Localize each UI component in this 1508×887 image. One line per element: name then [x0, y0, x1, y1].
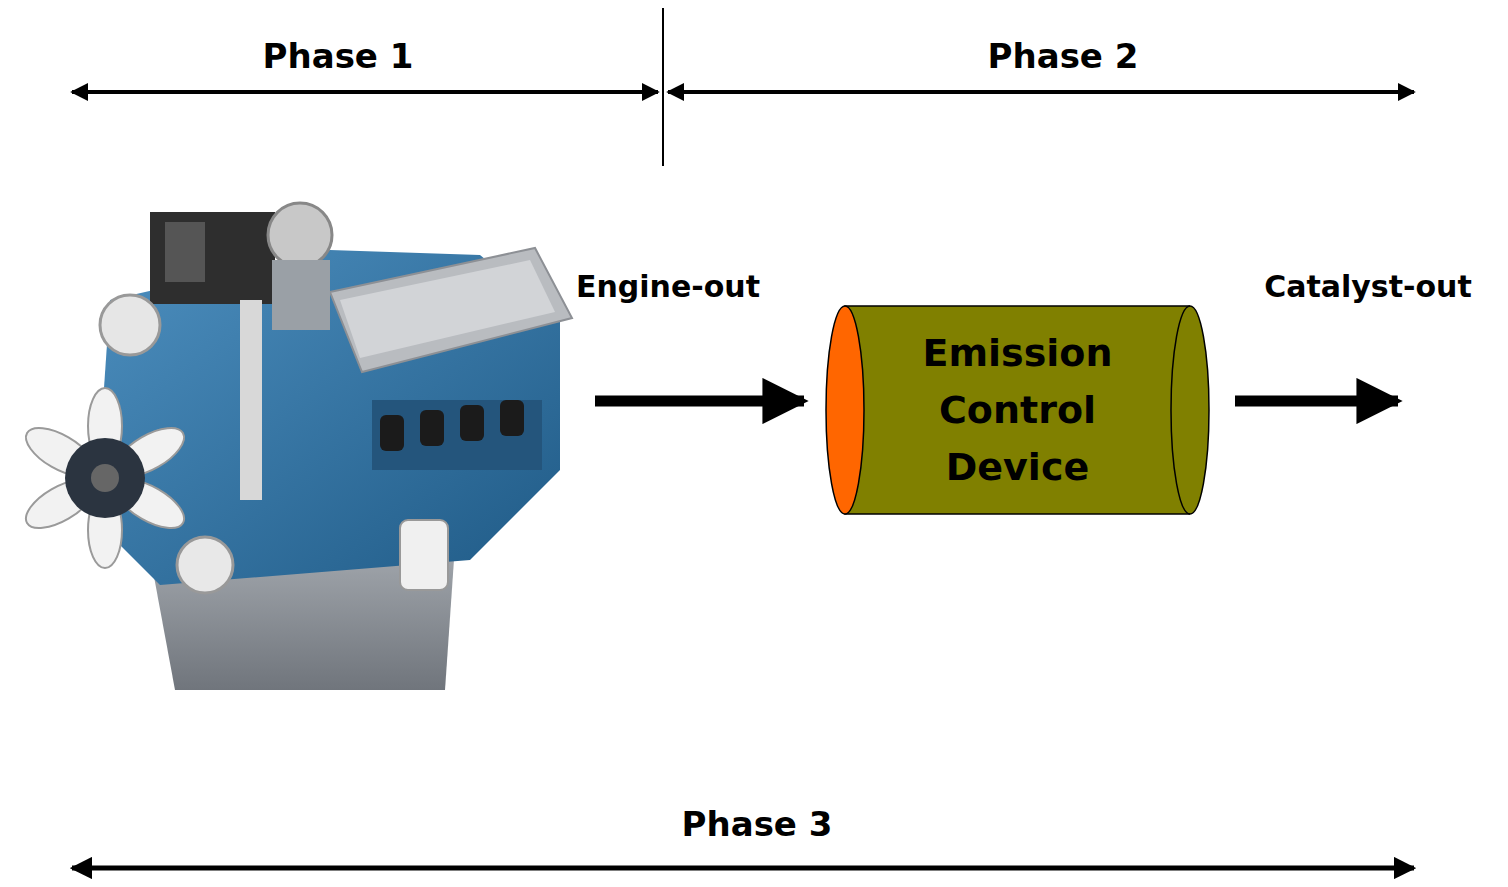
emission-control-device: Emission Control Device — [825, 305, 1210, 515]
phase-label: Phase 2 — [988, 37, 1139, 76]
engine-illustration — [19, 203, 572, 690]
catalyst-out-arrow — [1235, 396, 1398, 407]
engine-out-arrow — [595, 396, 804, 407]
phase-1-arrow — [72, 90, 658, 94]
phase-label: Catalyst-out — [1264, 270, 1472, 305]
phase-2-arrow — [668, 90, 1414, 94]
phase-divider — [662, 8, 664, 166]
cylinder-inlet — [826, 306, 864, 514]
phase-label: Engine-out — [576, 270, 760, 305]
device-label: Emission Control Device — [883, 325, 1153, 496]
phase-3-arrow — [72, 866, 1414, 871]
cylinder-rim — [1171, 306, 1190, 514]
phase-label: Phase 3 — [682, 805, 833, 844]
phase-label: Phase 1 — [263, 37, 414, 76]
cylinder-body — [845, 306, 1209, 514]
